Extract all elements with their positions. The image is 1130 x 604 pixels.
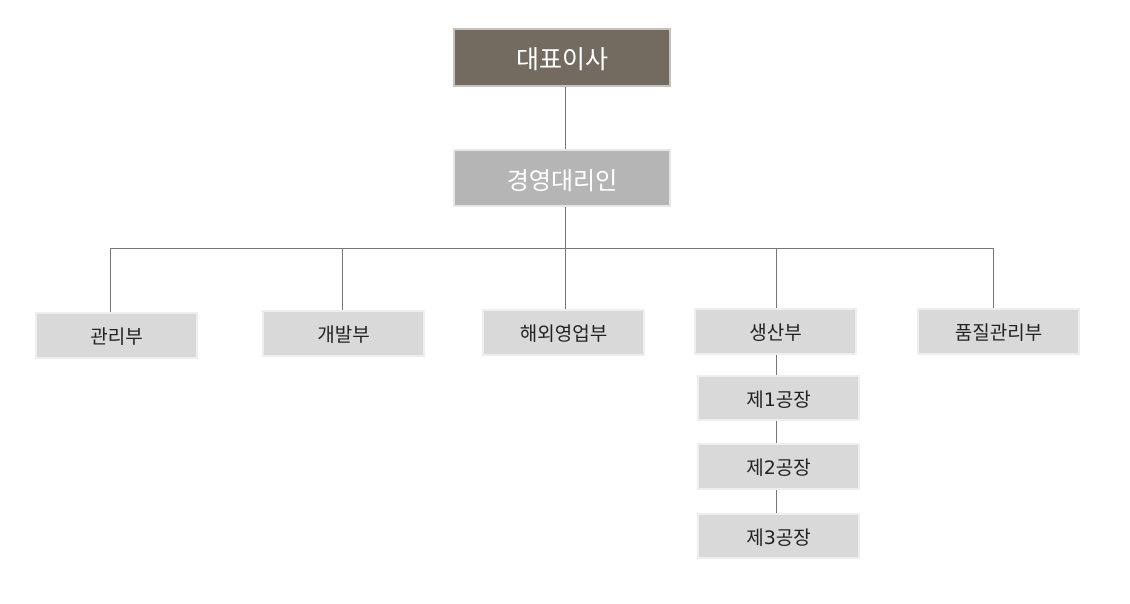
department-production-box: 생산부 (694, 308, 857, 355)
connector-agent-bus (565, 206, 566, 248)
connector-development (342, 248, 343, 311)
connector-quality (993, 248, 994, 310)
department-development-box: 개발부 (262, 310, 425, 357)
connector-department-bus (110, 248, 994, 249)
factory-3-box: 제3공장 (697, 513, 860, 559)
department-quality-box: 품질관리부 (917, 308, 1080, 355)
connector-overseas-sales (565, 248, 566, 310)
department-admin-box: 관리부 (35, 312, 198, 359)
connector-production-factory1 (776, 354, 777, 376)
connector-factory2-factory3 (776, 489, 777, 514)
connector-ceo-agent (565, 86, 566, 151)
ceo-box: 대표이사 (453, 28, 671, 87)
department-overseas-sales-box: 해외영업부 (482, 309, 645, 356)
connector-production (776, 248, 777, 310)
management-agent-box: 경영대리인 (453, 149, 671, 207)
factory-1-box: 제1공장 (697, 375, 860, 421)
factory-2-box: 제2공장 (697, 443, 860, 490)
connector-factory1-factory2 (776, 420, 777, 444)
connector-admin (110, 248, 111, 314)
